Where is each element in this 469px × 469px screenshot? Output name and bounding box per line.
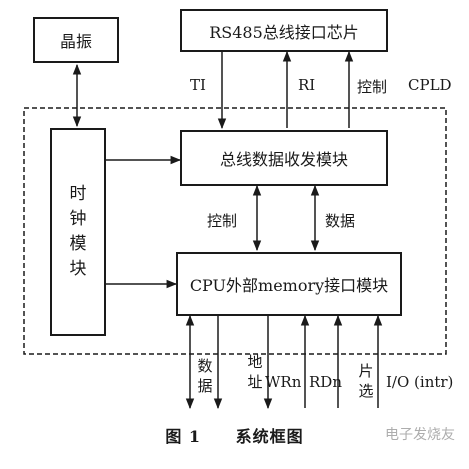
watermark: 电子发烧友 <box>385 427 455 443</box>
figure-title: 系统框图 <box>235 427 304 446</box>
rs485-chip-block: RS485总线接口芯片 <box>180 9 388 52</box>
data-mid-label: 数据 <box>325 212 356 230</box>
io-intr-label: I/O (intr) <box>386 373 454 391</box>
wrn-label: WRn <box>265 373 302 391</box>
control-mid-label: 控制 <box>207 212 238 230</box>
address-label: 地址 <box>247 353 263 391</box>
figure-caption: 图 1 系统框图 <box>0 423 469 447</box>
crystal-block: 晶振 <box>33 17 119 63</box>
crystal-label: 晶振 <box>59 32 92 51</box>
rs485-label: RS485总线接口芯片 <box>209 22 359 42</box>
cpu-interface-label: CPU外部memory接口模块 <box>189 276 389 295</box>
cpu-interface-block: CPU外部memory接口模块 <box>176 252 402 316</box>
figure-number: 图 1 <box>165 427 202 446</box>
control-top-label: 控制 <box>357 78 388 96</box>
data-bottom-label: 数据 <box>197 357 213 395</box>
rdn-label: RDn <box>309 373 342 391</box>
cpld-label: CPLD <box>408 76 452 94</box>
ri-label: RI <box>298 76 316 94</box>
clock-module-block <box>50 128 106 336</box>
bus-transceiver-label: 总线数据收发模块 <box>219 150 348 169</box>
bus-transceiver-block: 总线数据收发模块 <box>180 130 388 186</box>
ti-label: TI <box>190 76 206 94</box>
cpld-boundary <box>23 107 447 355</box>
clock-module-label: 时钟模块 <box>69 184 87 279</box>
chip-select-label: 片选 <box>358 362 374 400</box>
